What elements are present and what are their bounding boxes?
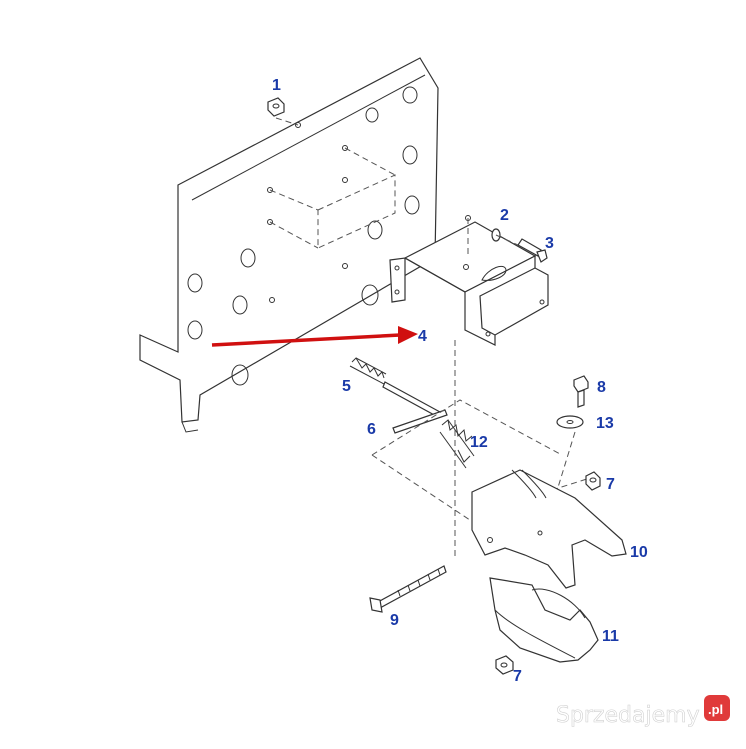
bolt-part-3: [495, 234, 548, 263]
watermark: Sprzedajemy .pl: [556, 695, 730, 728]
bolt-part-9: [369, 565, 447, 613]
nut-part-7-upper: [585, 471, 601, 491]
callout-5: 5: [342, 378, 351, 395]
spring-part-12: [439, 419, 475, 469]
nut-part-1: [267, 97, 299, 126]
dashed-guide-lines: [371, 340, 591, 560]
watermark-text: Sprzedajemy: [556, 703, 700, 728]
bolt-part-8: [573, 375, 589, 408]
callout-10: 10: [630, 544, 648, 561]
callout-11: 11: [602, 628, 619, 645]
callout-4: 4: [418, 328, 427, 345]
watermark-badge: [704, 695, 730, 721]
callout-7-lower: 7: [513, 668, 522, 685]
latch-plate-part-11: [489, 577, 599, 663]
callout-12: 12: [470, 434, 488, 451]
mounting-plate: [139, 57, 439, 433]
callout-2: 2: [500, 207, 509, 224]
callout-7-upper: 7: [606, 476, 615, 493]
highlight-arrow: [211, 326, 418, 347]
watermark-badge-text: .pl: [708, 702, 723, 717]
callout-13: 13: [596, 415, 614, 432]
spring-part-5: [349, 357, 387, 385]
bracket-part-4: [389, 215, 549, 346]
hook-plate-part-10: [471, 469, 627, 589]
callout-6: 6: [367, 421, 376, 438]
nut-part-7-lower: [495, 655, 514, 675]
callout-8: 8: [597, 379, 606, 396]
callout-3: 3: [545, 235, 554, 252]
callout-1: 1: [272, 77, 281, 94]
dashed-mount-block: [269, 147, 396, 249]
callout-9: 9: [390, 612, 399, 629]
washer-part-13: [556, 415, 584, 429]
pin-part-6: [382, 381, 448, 434]
